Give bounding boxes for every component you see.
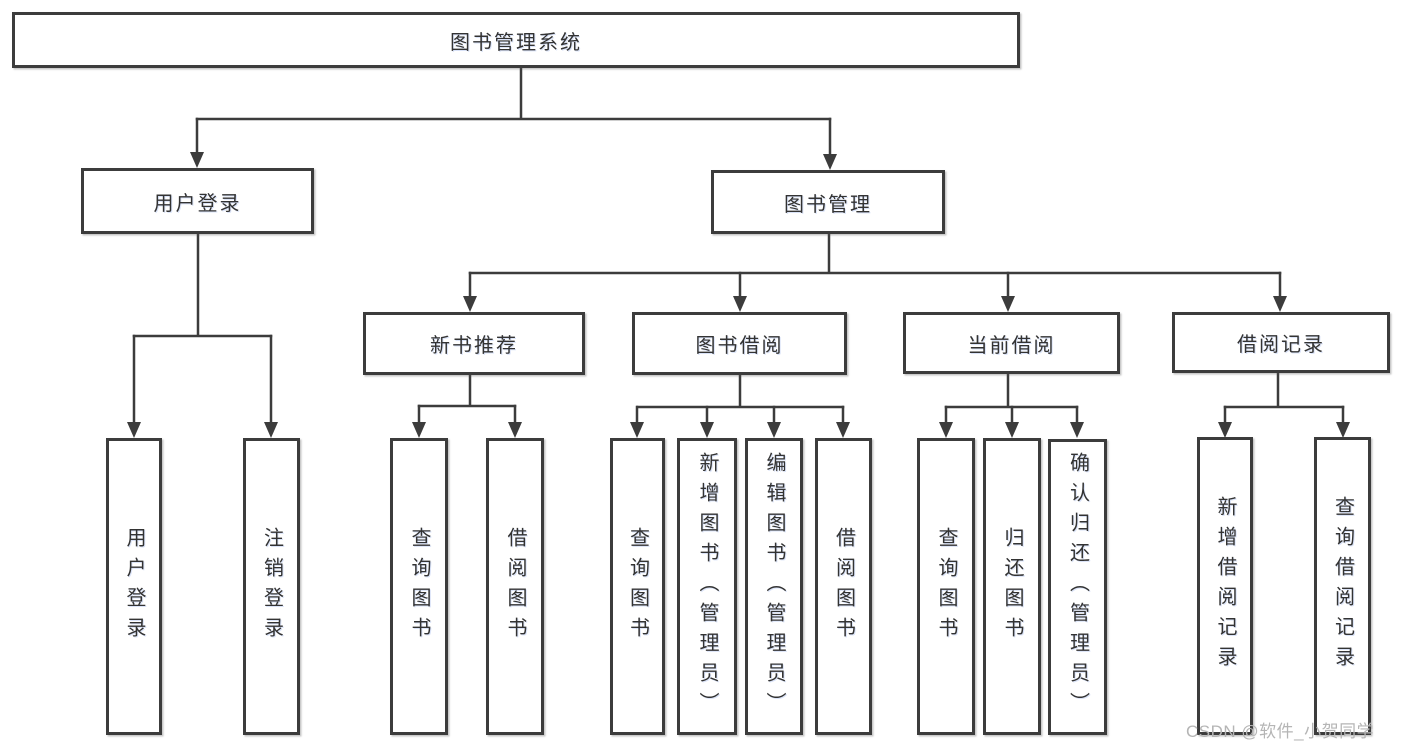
leaf-edit-books-admin: 编辑图书（管理员） (745, 438, 803, 735)
node-book-management: 图书管理 (711, 170, 945, 234)
node-new-book-recommend: 新书推荐 (363, 312, 585, 375)
node-borrowing-records: 借阅记录 (1172, 312, 1390, 373)
leaf-add-books-admin-label: 新增图书（管理员） (696, 451, 718, 722)
node-current-borrowing: 当前借阅 (903, 312, 1120, 374)
leaf-edit-books-admin-label: 编辑图书（管理员） (763, 451, 785, 722)
leaf-query-books-current: 查询图书 (917, 438, 975, 735)
leaf-confirm-return-admin: 确认归还（管理员） (1048, 439, 1107, 735)
leaf-return-books: 归还图书 (983, 438, 1041, 735)
leaf-add-books-admin: 新增图书（管理员） (677, 438, 737, 735)
leaf-borrow-books-recommend-label: 借阅图书 (504, 526, 526, 647)
leaf-query-books-current-label: 查询图书 (935, 526, 957, 647)
leaf-borrow-books: 借阅图书 (815, 438, 872, 735)
leaf-borrow-books-label: 借阅图书 (832, 526, 855, 647)
leaf-query-books-recommend-label: 查询图书 (408, 526, 430, 647)
leaf-add-borrow-record: 新增借阅记录 (1197, 437, 1253, 735)
node-library-management-system: 图书管理系统 (12, 12, 1020, 68)
leaf-user-login: 用户登录 (106, 438, 162, 735)
leaf-return-books-label: 归还图书 (1001, 526, 1023, 647)
leaf-add-borrow-record-label: 新增借阅记录 (1214, 496, 1236, 676)
leaf-logout: 注销登录 (243, 438, 300, 735)
leaf-user-login-label: 用户登录 (123, 526, 145, 647)
csdn-watermark: CSDN @软件_小贺同学 (1186, 722, 1375, 741)
node-book-borrowing: 图书借阅 (632, 312, 847, 375)
leaf-borrow-books-recommend: 借阅图书 (486, 438, 544, 735)
leaf-query-books-borrow: 查询图书 (610, 438, 665, 735)
leaf-query-books-recommend: 查询图书 (390, 438, 448, 735)
leaf-query-books-borrow-label: 查询图书 (626, 526, 649, 647)
leaf-confirm-return-admin-label: 确认归还（管理员） (1066, 452, 1089, 722)
node-user-login: 用户登录 (81, 168, 314, 234)
leaf-logout-label: 注销登录 (260, 526, 283, 647)
leaf-query-borrow-record: 查询借阅记录 (1314, 437, 1371, 735)
leaf-query-borrow-record-label: 查询借阅记录 (1331, 496, 1354, 676)
